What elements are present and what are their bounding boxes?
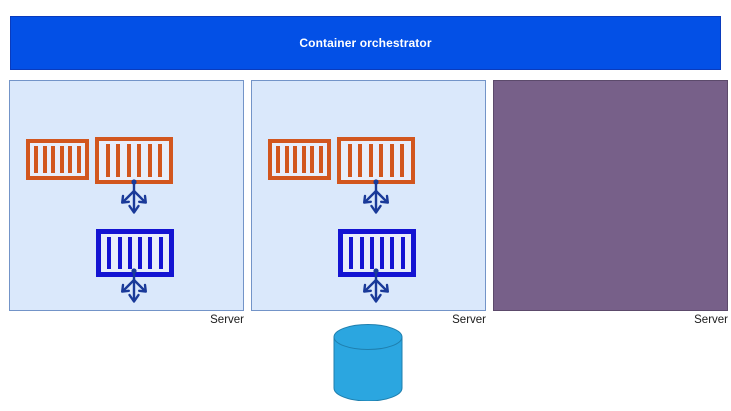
container-slat (105, 144, 110, 177)
container-slat (293, 146, 298, 173)
container-slat (158, 237, 163, 269)
database-icon[interactable] (333, 324, 403, 401)
container-slat (107, 237, 112, 269)
container-slat (76, 146, 81, 173)
container-slat (68, 146, 73, 173)
container-slat (301, 146, 306, 173)
anchor-icon (362, 268, 389, 303)
container-slat (148, 237, 153, 269)
container-slat (276, 146, 281, 173)
container-slat (400, 237, 405, 269)
container-slat (368, 144, 373, 177)
anchor-icon (120, 268, 147, 303)
container-slat (158, 144, 163, 177)
container-slat (400, 144, 405, 177)
container-slat (147, 144, 152, 177)
container-orchestrator-bar[interactable]: Container orchestrator (10, 16, 721, 70)
container-slat (380, 237, 385, 269)
container-slat (34, 146, 39, 173)
container-slat (358, 144, 363, 177)
container-orchestrator-label: Container orchestrator (299, 36, 432, 50)
server-caption-1: Server (210, 314, 244, 326)
container-slat (127, 237, 132, 269)
container-slat (389, 144, 394, 177)
container-box-2a[interactable] (268, 139, 331, 180)
anchor-icon (362, 179, 389, 214)
server-panel-1[interactable] (9, 80, 244, 311)
container-slat (349, 237, 354, 269)
container-slat (347, 144, 352, 177)
anchor-icon (120, 179, 147, 214)
container-slat (117, 237, 122, 269)
container-slat (310, 146, 315, 173)
container-box-1a[interactable] (26, 139, 89, 180)
container-slat (59, 146, 64, 173)
container-slat (390, 237, 395, 269)
container-slat (284, 146, 289, 173)
container-slat (137, 144, 142, 177)
container-slat (51, 146, 56, 173)
container-box-1b[interactable] (95, 137, 173, 184)
container-slat (116, 144, 121, 177)
container-slat (126, 144, 131, 177)
container-slat (318, 146, 323, 173)
server-caption-2: Server (452, 314, 486, 326)
container-slat (379, 144, 384, 177)
container-slat (42, 146, 47, 173)
server-panel-3[interactable] (493, 80, 728, 311)
container-slat (138, 237, 143, 269)
server-caption-3: Server (694, 314, 728, 326)
container-slat (359, 237, 364, 269)
container-slat (369, 237, 374, 269)
server-panel-2[interactable] (251, 80, 486, 311)
